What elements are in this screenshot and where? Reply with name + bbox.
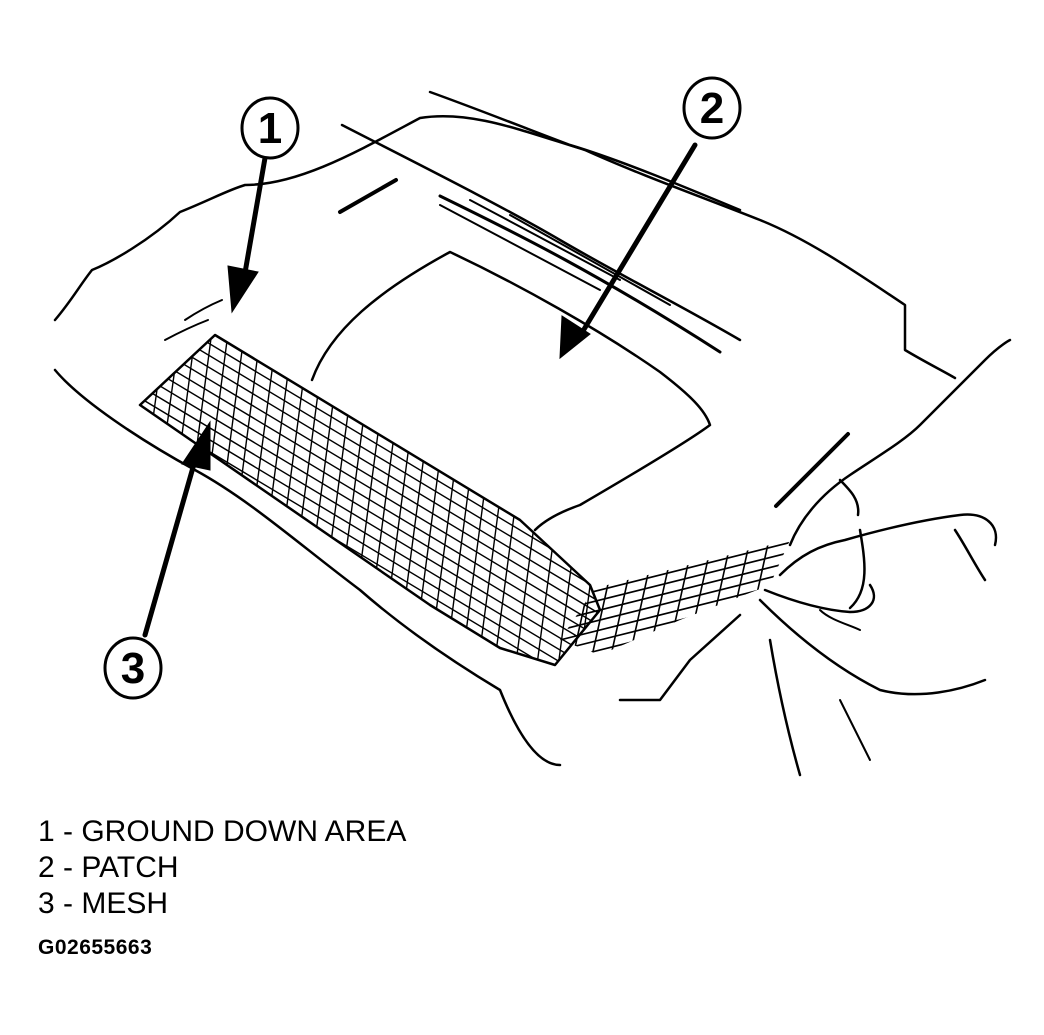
hand-outline	[788, 338, 1012, 547]
panel-lower-edge	[53, 368, 562, 767]
legend-item-ground-down-area: 1 - GROUND DOWN AREA	[38, 815, 407, 848]
panel-top-edge	[428, 90, 742, 212]
callout-1-arrow	[227, 155, 268, 314]
long-ground-line	[438, 194, 722, 354]
callout-2: 2	[682, 76, 742, 140]
svg-text:1: 1	[258, 104, 282, 153]
callout-2-arrow	[559, 142, 698, 360]
ground-hatch	[439, 199, 671, 306]
svg-text:2: 2	[700, 84, 724, 133]
mesh-outline	[138, 333, 602, 667]
mesh-grid	[140, 335, 600, 665]
mesh-curl	[560, 540, 790, 655]
panel-outline	[53, 114, 957, 380]
callout-3: 3	[103, 636, 163, 700]
legend: 1 - GROUND DOWN AREA 2 - PATCH 3 - MESH	[38, 814, 406, 922]
figure-id: G02655663	[38, 936, 153, 959]
legend-item-patch: 2 - PATCH	[38, 851, 179, 884]
svg-text:3: 3	[121, 644, 145, 693]
legend-item-mesh: 3 - MESH	[38, 887, 169, 920]
callout-3-arrow	[142, 420, 211, 638]
patch-outline	[310, 250, 712, 532]
callout-1: 1	[240, 96, 300, 160]
panel-inner-line	[340, 123, 742, 342]
repair-illustration: 1 2 3	[53, 76, 1012, 777]
ground-mark-left	[338, 178, 398, 214]
ground-mark-right	[774, 432, 850, 508]
